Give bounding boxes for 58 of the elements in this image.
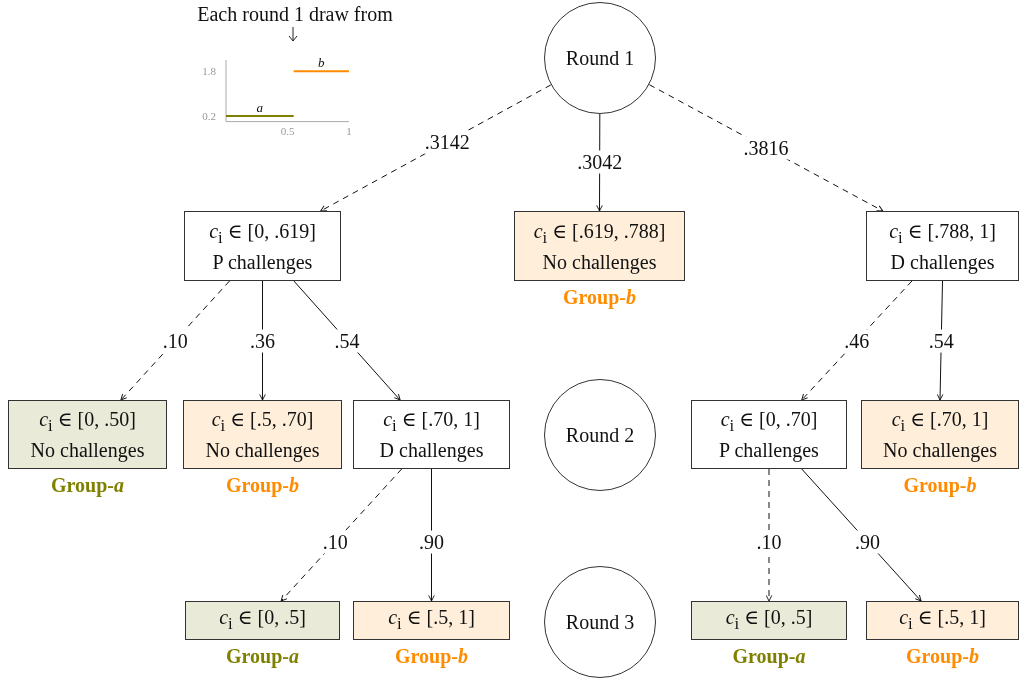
round-label: Round 3 (565, 610, 635, 634)
state-box (353, 400, 510, 469)
group-label: Group-b (563, 286, 636, 309)
state-box (8, 400, 167, 469)
round-label: Round 2 (565, 423, 635, 447)
range-text: c$_{i}$ ∈ [.5, .70] (211, 407, 314, 437)
state-box (691, 601, 847, 640)
state-box (514, 211, 685, 281)
edge-label: .36 (248, 329, 277, 352)
chart-title: Each round 1 draw from (196, 3, 394, 26)
range-text: c$_{i}$ ∈ [.70, 1] (891, 407, 989, 437)
tick-label: 1 (346, 124, 352, 137)
arrow (120, 280, 231, 401)
edge-label: .3816 (741, 136, 791, 160)
tick-label: 0.2 (202, 110, 216, 122)
tick-label: 0.5 (280, 124, 295, 137)
challenge-text: No challenges (542, 249, 657, 274)
series-label: a (256, 100, 264, 115)
state-box (866, 601, 1019, 640)
series-label: b (318, 55, 325, 71)
group-label: Group-b (903, 474, 977, 497)
state-box (691, 400, 847, 469)
group-label: Group-a (226, 645, 299, 668)
range-text: c$_{i}$ ∈ [.619, .788] (533, 218, 666, 249)
state-box (866, 211, 1019, 281)
challenge-text: D challenges (379, 438, 484, 462)
range-text: c$_{i}$ ∈ [.5, 1] (388, 605, 475, 635)
state-box (861, 400, 1019, 469)
group-label: Group-b (906, 645, 979, 668)
challenge-text: P challenges (212, 249, 313, 274)
range-text: c$_{i}$ ∈ [.5, 1] (899, 605, 986, 635)
round-label: Round 1 (565, 46, 635, 70)
challenge-text: No challenges (883, 438, 997, 462)
group-label: Group-a (732, 645, 806, 668)
range-text: c$_{i}$ ∈ [0, .5] (219, 605, 306, 635)
challenge-text: P challenges (719, 438, 819, 462)
range-text: c$_{i}$ ∈ [0, .5] (725, 605, 813, 635)
group-label: Group-b (395, 645, 468, 668)
group-label: Group-b (226, 474, 299, 497)
tick-label: 1.8 (202, 65, 216, 78)
group-label: Group-a (51, 474, 124, 497)
challenge-text: No challenges (205, 438, 320, 462)
edge-label: .3042 (575, 151, 625, 174)
state-box (184, 211, 341, 281)
range-text: c$_{i}$ ∈ [0, .70] (720, 407, 818, 437)
state-box (183, 400, 342, 469)
edge-label: .54 (332, 329, 362, 352)
challenge-text: D challenges (890, 249, 995, 274)
edge-label: .90 (417, 530, 446, 554)
range-text: c$_{i}$ ∈ [0, .50] (39, 407, 136, 437)
challenge-text: No challenges (30, 438, 145, 462)
range-text: c$_{i}$ ∈ [0, .619] (209, 218, 316, 249)
range-text: c$_{i}$ ∈ [.788, 1] (889, 218, 996, 249)
state-box (353, 601, 510, 640)
arrow (280, 468, 403, 602)
edge-label: .46 (842, 329, 872, 352)
range-text: c$_{i}$ ∈ [.70, 1] (383, 407, 480, 437)
state-box (185, 601, 340, 640)
